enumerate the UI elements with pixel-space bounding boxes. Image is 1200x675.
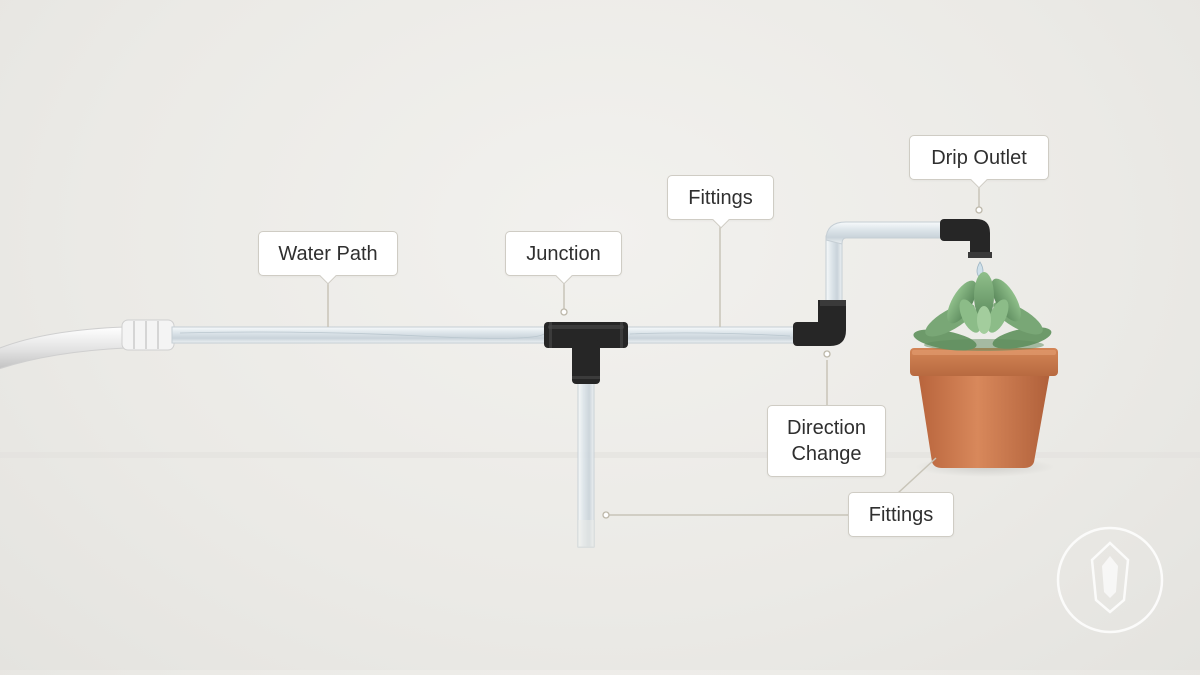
drip-emitter-icon xyxy=(940,219,992,279)
label-direction-change-line1: Direction xyxy=(787,417,866,439)
label-junction-text: Junction xyxy=(526,242,601,265)
label-water-path: Water Path xyxy=(258,231,398,276)
label-fittings-top: Fittings xyxy=(667,175,774,220)
label-drip-outlet: Drip Outlet xyxy=(909,135,1049,180)
hose-icon xyxy=(0,319,175,370)
leader-dots xyxy=(560,206,983,519)
label-water-path-text: Water Path xyxy=(278,242,378,265)
label-fittings-bottom-text: Fittings xyxy=(868,503,934,526)
label-drip-outlet-text: Drip Outlet xyxy=(931,146,1027,169)
label-direction-change-line2: Change xyxy=(791,443,862,465)
branch-tube xyxy=(577,381,595,548)
horizon-shading xyxy=(0,452,1200,458)
leader-lines xyxy=(327,181,980,516)
label-fittings-top-text: Fittings xyxy=(688,186,753,209)
logo-badge-icon xyxy=(1056,526,1164,634)
succulent-pot-icon xyxy=(910,272,1058,477)
label-junction: Junction xyxy=(505,231,622,276)
main-tube xyxy=(171,326,797,344)
label-fittings-bottom: Fittings xyxy=(848,492,954,537)
tee-fitting-icon xyxy=(544,322,628,384)
label-direction-change: Direction Change xyxy=(767,405,886,477)
elbow-fitting-icon xyxy=(793,221,946,346)
